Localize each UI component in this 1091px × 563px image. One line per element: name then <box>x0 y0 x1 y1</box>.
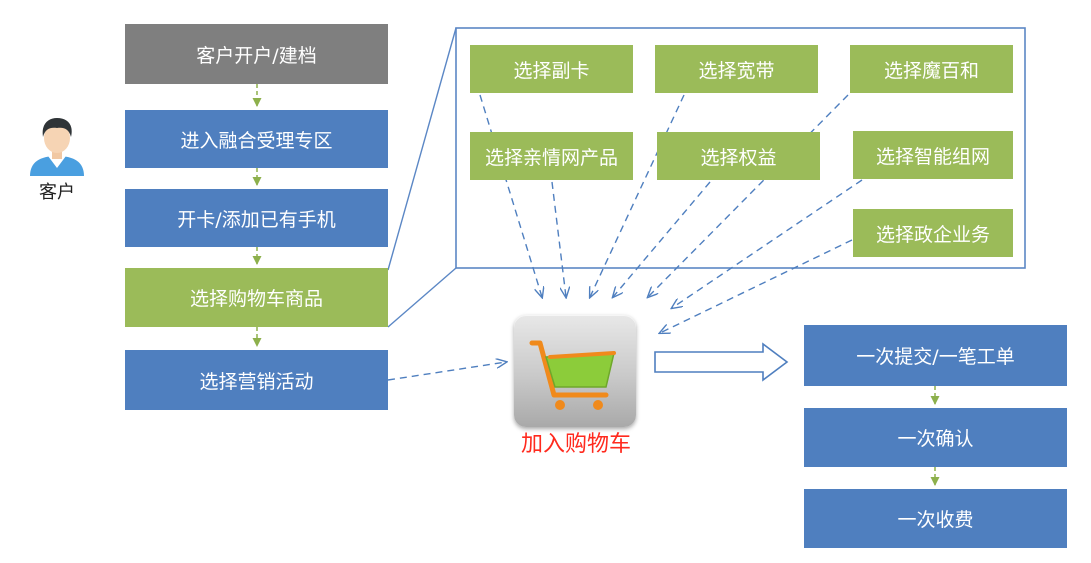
options-panel <box>455 27 1026 269</box>
flow-step-enter-zone: 进入融合受理专区 <box>125 110 388 168</box>
customer-label: 客户 <box>39 182 75 203</box>
option-benefits: 选择权益 <box>657 132 820 180</box>
outcome-single-charge: 一次收费 <box>804 489 1067 548</box>
option-mobaihe: 选择魔百和 <box>850 45 1013 93</box>
flow-step-select-cart-items: 选择购物车商品 <box>125 268 388 327</box>
option-smart-network: 选择智能组网 <box>853 131 1013 179</box>
callout-line-top <box>387 27 457 271</box>
shopping-cart-icon <box>529 340 616 410</box>
outcome-single-confirm: 一次确认 <box>804 408 1067 467</box>
outcome-single-submit: 一次提交/一笔工单 <box>804 325 1067 386</box>
submit-block-arrow <box>654 342 789 382</box>
option-family-network: 选择亲情网产品 <box>470 132 633 180</box>
add-to-cart-label: 加入购物车 <box>520 432 631 457</box>
option-broadband: 选择宽带 <box>655 45 818 93</box>
option-enterprise-business: 选择政企业务 <box>853 209 1013 257</box>
flow-step-select-marketing: 选择营销活动 <box>125 350 388 410</box>
option-arrows <box>479 94 863 333</box>
option-secondary-card: 选择副卡 <box>470 45 633 93</box>
cart-tile <box>514 315 636 427</box>
callout-line-bottom <box>387 267 457 328</box>
flow-step-create-account: 客户开户/建档 <box>125 24 388 84</box>
flow-step-add-phone: 开卡/添加已有手机 <box>125 189 388 247</box>
marketing-arrow <box>387 362 506 381</box>
customer-avatar-icon <box>30 118 84 176</box>
